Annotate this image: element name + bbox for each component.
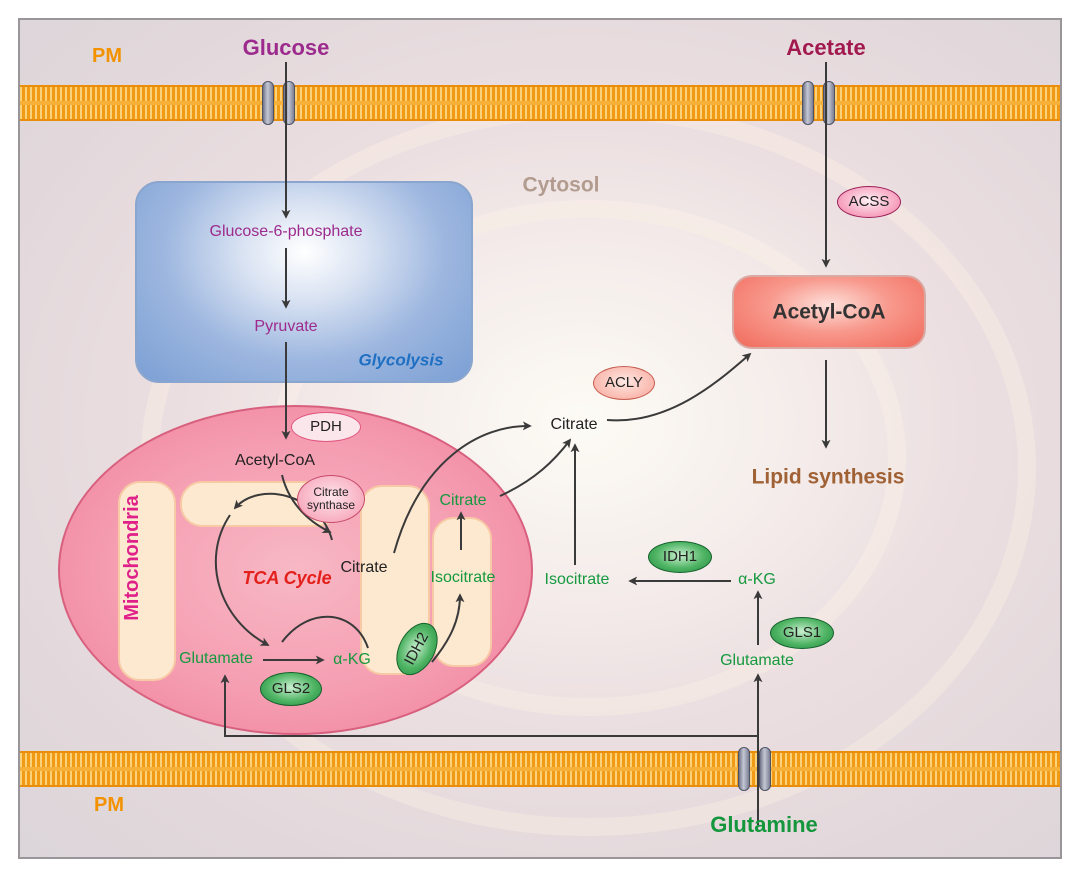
glucose-label: Glucose xyxy=(242,35,330,60)
arrow-akg-into-cycle xyxy=(281,615,369,649)
mitochondria-label: Mitochondria xyxy=(121,495,143,621)
arrow-layer xyxy=(214,62,831,825)
crista xyxy=(118,481,176,681)
plasma-membrane-top xyxy=(20,85,1060,121)
tca-cycle-label: TCA Cycle xyxy=(242,568,332,588)
acly-enzyme-label: ACLY xyxy=(604,373,644,391)
idh1-enzyme: IDH1 xyxy=(648,541,712,573)
citrate-synthase-label: Citrate synthase xyxy=(306,484,356,512)
gls1-enzyme: GLS1 xyxy=(770,617,834,649)
isocitrate-mito-label: Isocitrate xyxy=(430,569,496,586)
glucose-6-phosphate-label: Glucose-6-phosphate xyxy=(209,223,363,240)
acss-enzyme: ACSS xyxy=(837,186,901,218)
acly-enzyme: ACLY xyxy=(593,366,655,400)
glutamine-transporter-left xyxy=(738,747,750,791)
arrow-tca-cycle-left xyxy=(214,514,270,646)
glutamine-transporter-right xyxy=(759,747,771,791)
citrate-cyto-label: Citrate xyxy=(550,416,598,433)
glutamate-cyto-label: Glutamate xyxy=(720,652,794,669)
isocitrate-cyto-label: Isocitrate xyxy=(544,571,610,588)
glutamate-mito-label: Glutamate xyxy=(179,650,253,667)
arrow-tca-cycle-upper xyxy=(233,492,333,541)
pdh-enzyme-label: PDH xyxy=(310,417,342,435)
arrow-idh2-akg-to-isocitrate xyxy=(431,593,465,663)
pdh-enzyme: PDH xyxy=(291,412,361,442)
gls2-enzyme: GLS2 xyxy=(260,672,322,706)
gls1-enzyme-label: GLS1 xyxy=(782,623,822,641)
pm-label-bottom: PM xyxy=(94,794,124,816)
lipid-synthesis-label: Lipid synthesis xyxy=(751,465,905,489)
diagram-frame: Glucose Acetate Glutamine PM PM Cytosol … xyxy=(18,18,1062,859)
arrow-citrate-mito-to-cyto xyxy=(499,438,572,497)
glycolysis-compartment xyxy=(135,181,473,383)
idh1-enzyme-label: IDH1 xyxy=(662,547,698,565)
pm-label-top: PM xyxy=(92,45,122,67)
cytosol-label: Cytosol xyxy=(522,173,600,197)
idh2-enzyme-label: IDH2 xyxy=(400,629,432,668)
akg-cyto-label: α-KG xyxy=(738,571,776,588)
acss-enzyme-label: ACSS xyxy=(848,192,890,210)
akg-mito-label: α-KG xyxy=(333,651,371,668)
acetate-transporter-left xyxy=(802,81,814,125)
acetyl-coa-cyto-label: Acetyl-CoA xyxy=(772,300,886,324)
glucose-transporter-left xyxy=(262,81,274,125)
acetyl-coa-mito-label: Acetyl-CoA xyxy=(234,452,316,469)
citrate-tca-label: Citrate xyxy=(340,559,388,576)
gls2-enzyme-label: GLS2 xyxy=(271,679,311,697)
glutamine-label: Glutamine xyxy=(710,812,818,837)
acetate-label: Acetate xyxy=(786,35,866,60)
arrow-citrate-tca-to-cyto xyxy=(393,421,532,554)
plasma-membrane-bottom xyxy=(20,751,1060,787)
glycolysis-label: Glycolysis xyxy=(358,350,444,370)
pyruvate-label: Pyruvate xyxy=(254,318,318,335)
acetyl-coa-box xyxy=(732,275,926,349)
citrate-synthase-enzyme: Citrate synthase xyxy=(297,475,365,523)
arrow-citrate-to-acetylcoa xyxy=(606,352,752,422)
arrow-glutamine-to-glutamate-mito xyxy=(220,674,758,737)
citrate-mito-label: Citrate xyxy=(439,492,487,509)
